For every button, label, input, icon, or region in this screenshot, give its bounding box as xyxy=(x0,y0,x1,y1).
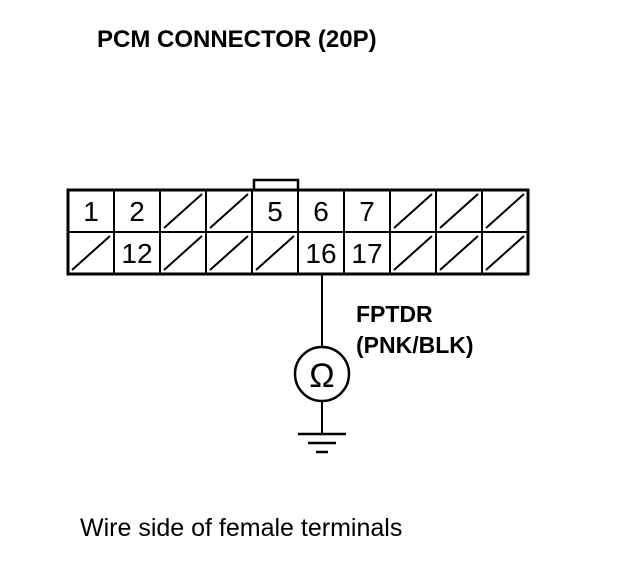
unused-terminal-mark xyxy=(485,235,525,271)
terminal-number: 17 xyxy=(351,238,382,269)
unused-terminal-mark xyxy=(439,235,479,271)
unused-terminal-mark xyxy=(163,235,203,271)
terminal-number: 2 xyxy=(129,196,145,227)
terminal-number: 5 xyxy=(267,196,283,227)
terminal-number: 12 xyxy=(121,238,152,269)
terminal-number: 16 xyxy=(305,238,336,269)
diagram-caption: Wire side of female terminals xyxy=(80,514,403,542)
terminal-number: 7 xyxy=(359,196,375,227)
ohm-symbol: Ω xyxy=(309,357,334,395)
terminal-number: 6 xyxy=(313,196,329,227)
unused-terminal-mark xyxy=(163,193,203,229)
ground-icon xyxy=(298,432,346,454)
unused-terminal-mark xyxy=(71,235,111,271)
unused-terminal-mark xyxy=(209,235,249,271)
unused-terminal-mark xyxy=(439,193,479,229)
connector-outline xyxy=(66,188,530,276)
unused-terminal-mark xyxy=(209,193,249,229)
terminal-number: 1 xyxy=(83,196,99,227)
unused-terminal-mark xyxy=(393,193,433,229)
unused-terminal-mark xyxy=(485,193,525,229)
diagram-title: PCM CONNECTOR (20P) xyxy=(97,26,377,53)
unused-terminal-mark xyxy=(393,235,433,271)
wire-name-label: FPTDR xyxy=(356,301,433,327)
unused-terminal-mark xyxy=(255,235,295,271)
wire-color-label: (PNK/BLK) xyxy=(356,332,474,358)
